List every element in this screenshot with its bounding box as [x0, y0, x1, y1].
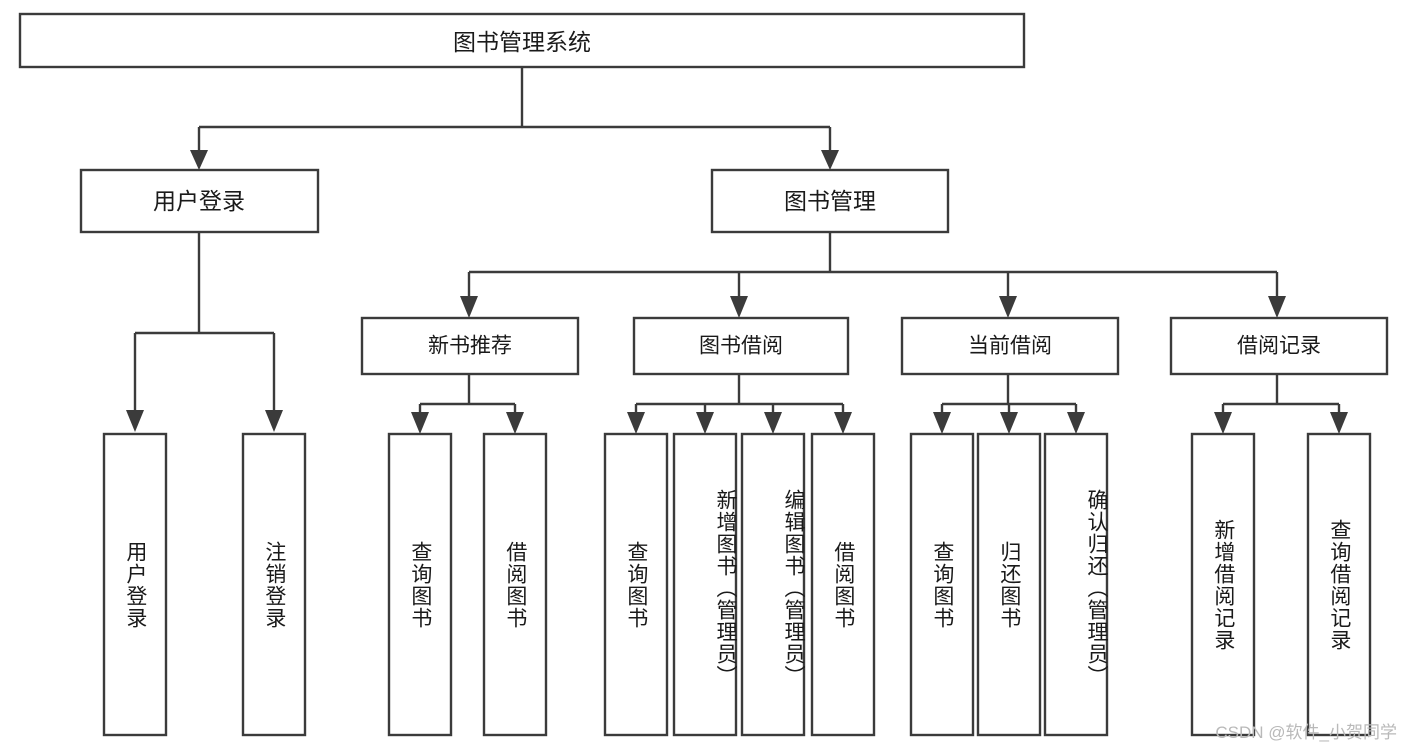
arrow-head-leaf-edit-book — [764, 412, 782, 434]
node-new-book-recommend-label: 新书推荐 — [428, 335, 512, 358]
arrow-head-book-borrow — [730, 296, 748, 318]
arrow-head-leaf-query-book-3 — [933, 412, 951, 434]
node-borrow-record[interactable]: 借阅记录 — [1169, 316, 1389, 376]
arrow-head-borrow-record — [1268, 296, 1286, 318]
csdn-watermark: CSDN @软件_小贺同学 — [1215, 723, 1397, 742]
node-new-book-recommend-box[interactable] — [360, 316, 580, 376]
leaf-logout-box[interactable] — [241, 432, 307, 737]
node-root[interactable]: 图书管理系统 — [18, 12, 1026, 69]
arrow-head-book-manage — [821, 150, 839, 170]
arrow-head-current-borrow — [999, 296, 1017, 318]
arrow-head-leaf-logout — [265, 410, 283, 432]
node-book-manage[interactable]: 图书管理 — [710, 168, 950, 234]
node-book-borrow-label: 图书借阅 — [699, 335, 783, 358]
arrow-head-new-book-recommend — [460, 296, 478, 318]
node-current-borrow[interactable]: 当前借阅 — [900, 316, 1120, 376]
node-book-borrow[interactable]: 图书借阅 — [632, 316, 850, 376]
arrow-head-leaf-add-record — [1214, 412, 1232, 434]
leaf-query-record-box[interactable] — [1306, 432, 1372, 737]
node-borrow-record-box[interactable] — [1169, 316, 1389, 376]
leaf-add-record-box[interactable] — [1190, 432, 1256, 737]
node-root-label: 图书管理系统 — [453, 29, 591, 55]
node-current-borrow-box[interactable] — [900, 316, 1120, 376]
node-new-book-recommend[interactable]: 新书推荐 — [360, 316, 580, 376]
arrow-head-leaf-query-book-1 — [411, 412, 429, 434]
node-user-login-label: 用户登录 — [153, 188, 245, 214]
node-user-login-box[interactable] — [79, 168, 320, 234]
arrow-head-user-login — [190, 150, 208, 170]
node-user-login[interactable]: 用户登录 — [79, 168, 320, 234]
node-book-manage-box[interactable] — [710, 168, 950, 234]
leaf-return-book-box[interactable] — [976, 432, 1042, 737]
leaf-edit-book-box[interactable] — [740, 432, 806, 737]
node-borrow-record-label: 借阅记录 — [1237, 335, 1321, 358]
arrow-head-leaf-add-book — [696, 412, 714, 434]
leaf-query-book-2-box[interactable] — [603, 432, 669, 737]
arrow-head-leaf-query-record — [1330, 412, 1348, 434]
connector-group — [126, 67, 1348, 434]
node-book-manage-label: 图书管理 — [784, 188, 876, 214]
leaf-add-book-box[interactable] — [672, 432, 738, 737]
leaf-borrow-book-1-box[interactable] — [482, 432, 548, 737]
arrow-head-leaf-user-login — [126, 410, 144, 432]
leaf-query-book-3-box[interactable] — [909, 432, 975, 737]
arrow-head-leaf-borrow-book-1 — [506, 412, 524, 434]
node-book-borrow-box[interactable] — [632, 316, 850, 376]
arrow-head-leaf-query-book-2 — [627, 412, 645, 434]
leaf-query-book-1-box[interactable] — [387, 432, 453, 737]
leaf-confirm-return-box[interactable] — [1043, 432, 1109, 737]
arrow-head-leaf-borrow-book-2 — [834, 412, 852, 434]
node-root-box[interactable] — [18, 12, 1026, 69]
leaf-box-group — [102, 432, 1372, 737]
leaf-user-login-box[interactable] — [102, 432, 168, 737]
leaf-borrow-book-2-box[interactable] — [810, 432, 876, 737]
node-current-borrow-label: 当前借阅 — [968, 335, 1052, 358]
arrow-head-leaf-return-book — [1000, 412, 1018, 434]
arrow-head-leaf-confirm-return — [1067, 412, 1085, 434]
